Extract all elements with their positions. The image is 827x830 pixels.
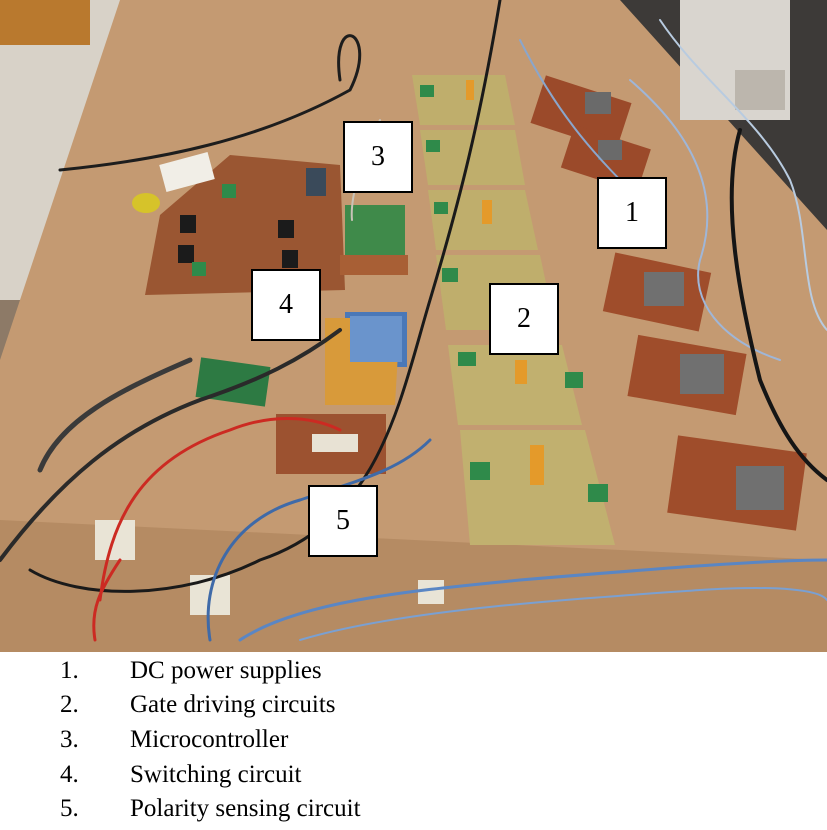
legend-label: Gate driving circuits — [130, 691, 336, 718]
gate-board — [460, 430, 615, 545]
legend-label: Switching circuit — [130, 761, 302, 788]
legend-number: 4. — [60, 761, 79, 788]
switching-circuit-board — [132, 155, 345, 295]
resistor-block — [312, 434, 358, 452]
legend-number: 1. — [60, 657, 79, 684]
toroid — [132, 193, 160, 213]
transformer — [644, 272, 684, 306]
terminal-block — [470, 462, 490, 480]
wire — [98, 417, 342, 602]
legend-number: 5. — [60, 795, 79, 822]
heatsink — [180, 215, 196, 233]
gate-board — [412, 75, 515, 125]
terminal-block — [588, 484, 608, 502]
legend-number: 2. — [60, 691, 79, 718]
gate-board — [420, 130, 525, 185]
terminal-block — [434, 202, 448, 214]
terminal-block — [192, 262, 206, 276]
power-socket — [735, 70, 785, 110]
probe-block — [159, 152, 215, 192]
wire — [629, 79, 781, 361]
connector-block — [95, 520, 135, 560]
gate-board — [448, 345, 582, 425]
transformer — [680, 354, 724, 394]
microcontroller-board — [345, 205, 405, 260]
legend-label: Microcontroller — [130, 726, 289, 753]
heatsink — [306, 168, 326, 196]
legend-label: Polarity sensing circuit — [130, 795, 361, 822]
terminal-block — [565, 372, 583, 388]
capacitor — [466, 80, 474, 100]
transformer — [585, 92, 611, 114]
transformer — [736, 466, 784, 510]
wire — [729, 128, 827, 482]
wire — [659, 19, 827, 331]
wire — [37, 357, 193, 473]
heatsink — [278, 220, 294, 238]
capacitor — [530, 445, 544, 485]
terminal-block — [442, 268, 458, 282]
terminal-block — [426, 140, 440, 152]
wires — [0, 0, 827, 642]
legend: 1. DC power supplies 2. Gate driving cir… — [0, 652, 827, 830]
capacitor — [515, 360, 527, 384]
hardware-setup-photo — [0, 0, 827, 652]
callout-4: 4 — [251, 269, 321, 341]
wire — [299, 587, 827, 641]
terminal-block — [458, 352, 476, 366]
callout-5: 5 — [308, 485, 378, 557]
callout-3: 3 — [343, 121, 413, 193]
terminal-block — [420, 85, 434, 97]
capacitor — [482, 200, 492, 224]
psu-board — [530, 75, 632, 151]
wire — [92, 558, 122, 642]
transformer — [598, 140, 622, 160]
wire — [28, 0, 502, 593]
dc-power-supply-boards — [530, 75, 807, 531]
wood-drawer — [0, 0, 90, 45]
wire — [206, 438, 432, 642]
terminal-block — [222, 184, 236, 198]
wire — [238, 558, 827, 642]
wire — [58, 34, 362, 172]
wire — [0, 328, 342, 562]
legend-number: 3. — [60, 726, 79, 753]
legend-label: DC power supplies — [130, 657, 322, 684]
arduino-board-top — [350, 316, 402, 362]
callout-1: 1 — [597, 177, 667, 249]
callout-2: 2 — [489, 283, 559, 355]
heatsink — [178, 245, 194, 263]
microcontroller-base — [340, 255, 408, 275]
heatsink — [282, 250, 298, 268]
